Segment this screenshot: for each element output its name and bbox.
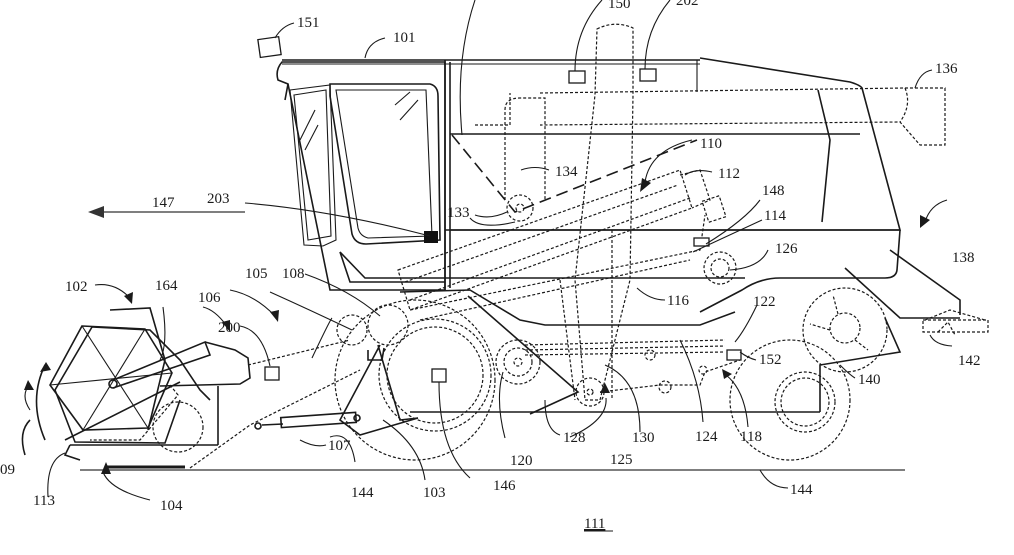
label-103: 103 — [423, 485, 446, 501]
label-114: 114 — [764, 208, 786, 224]
rear-wheel — [729, 339, 851, 461]
cleaning-shoe-120 — [495, 339, 541, 385]
sensor-203 — [424, 231, 438, 243]
label-200: 200 — [218, 320, 241, 336]
rear-hood — [844, 249, 989, 336]
front-wheel — [334, 299, 496, 461]
label-112: 112 — [718, 166, 740, 182]
arrow-head-icon — [88, 206, 104, 218]
label-118: 118 — [740, 429, 762, 445]
feed-roller-108 — [367, 304, 409, 346]
chopper-140 — [802, 287, 888, 373]
label-125: 125 — [610, 452, 633, 468]
leader-lines — [24, 0, 953, 501]
label-144a: 144 — [351, 485, 374, 501]
label-111: 111 — [584, 516, 605, 532]
sensor-146 — [431, 368, 447, 383]
label-144b: 144 — [790, 482, 813, 498]
cab — [276, 61, 446, 291]
feeder-house — [338, 289, 736, 436]
reel-164 — [49, 325, 173, 431]
sensor-202 — [639, 68, 657, 82]
sensor-150 — [568, 70, 586, 84]
label-109: 09 — [0, 462, 15, 478]
header — [49, 307, 361, 469]
label-108: 108 — [282, 266, 305, 282]
clean-grain-elevator — [559, 23, 634, 401]
tilt-cylinder-107 — [254, 411, 361, 430]
feed-roller-105 — [336, 314, 368, 346]
cleaning-fan — [703, 251, 737, 285]
label-138: 138 — [952, 250, 975, 266]
label-107: 107 — [328, 438, 351, 454]
label-203: 203 — [207, 191, 230, 207]
label-164: 164 — [155, 278, 178, 294]
reference-numerals: 151 101 150 202 136 110 134 112 148 133 … — [0, 0, 981, 532]
label-150: 150 — [608, 0, 631, 12]
label-106: 106 — [198, 290, 221, 306]
sensor-151 — [257, 35, 282, 59]
label-120: 120 — [510, 453, 533, 469]
label-142: 142 — [958, 353, 981, 369]
label-202: 202 — [676, 0, 699, 9]
label-146: 146 — [493, 478, 516, 494]
reel-rotation-arrow — [35, 364, 46, 441]
label-130: 130 — [632, 430, 655, 446]
label-152: 152 — [759, 352, 782, 368]
unloading-auger — [475, 87, 946, 146]
label-110: 110 — [700, 136, 722, 152]
sensor-152 — [726, 349, 742, 361]
label-140: 140 — [858, 372, 881, 388]
label-134: 134 — [555, 164, 578, 180]
label-151: 151 — [297, 15, 320, 31]
label-105: 105 — [245, 266, 268, 282]
label-124: 124 — [695, 429, 718, 445]
label-126: 126 — [775, 241, 798, 257]
label-102: 102 — [65, 279, 88, 295]
label-116: 116 — [667, 293, 689, 309]
grain-tank-body — [339, 57, 902, 313]
chassis — [410, 317, 902, 413]
tank-fill-auger — [451, 97, 698, 226]
label-148: 148 — [762, 183, 785, 199]
label-101: 101 — [393, 30, 416, 46]
sensor-148 — [693, 237, 710, 247]
label-104: 104 — [160, 498, 183, 514]
label-147: 147 — [152, 195, 175, 211]
sensor-200 — [264, 366, 280, 381]
label-133: 133 — [447, 205, 470, 221]
label-122: 122 — [753, 294, 776, 310]
label-136: 136 — [935, 61, 958, 77]
label-128: 128 — [563, 430, 586, 446]
label-113: 113 — [33, 493, 55, 509]
